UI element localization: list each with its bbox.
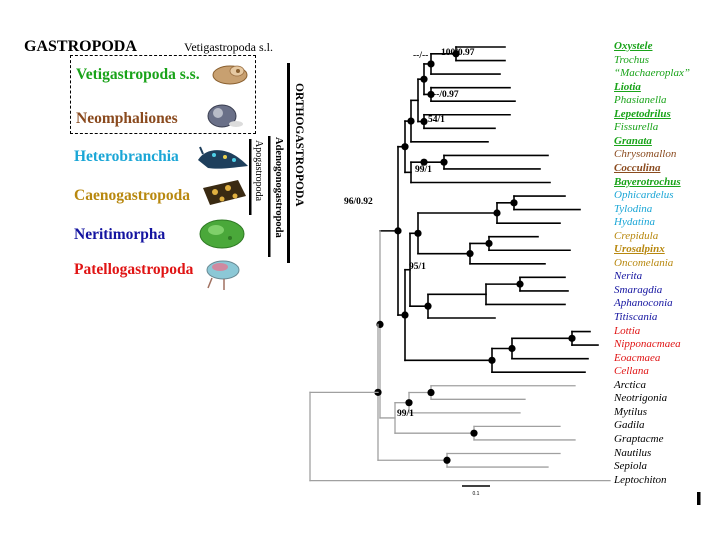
neomphaline-shell-icon [207,104,243,128]
node-support-dot [443,456,451,464]
support-label: 54/1 [428,115,445,125]
node-support-dot [508,344,516,353]
node-support-dot [510,199,518,207]
adenogonogastropoda-label: Adenogonogastropoda [273,137,284,238]
node-support-dot [394,227,402,235]
scale-bar-label: 0.1 [473,491,480,497]
taxon-label: Arctica [614,378,646,391]
taxon-label: Cellana [614,365,649,378]
taxon-label: Aphanoconia [614,297,673,310]
taxon-label: Ophicardelus [614,189,674,202]
taxon-label: Lepetodrilus [614,107,671,120]
taxon-label: Hydatina [614,216,655,229]
node-support-dot [466,250,474,258]
taxon-label: “Machaeroplax” [614,67,690,80]
taxon-label: Crepidula [614,229,659,242]
taxon-label: Chrysomallon [614,148,677,161]
taxon-label: Oncomelania [614,256,674,269]
legend-vetigastropoda-ss: Vetigastropoda s.s. [76,66,200,83]
taxon-label: Graptacme [614,432,664,445]
apogastropoda-bar [249,139,252,215]
legend-heterobranchia: Heterobranchia [74,148,179,165]
node-support-dot [414,229,422,237]
node-support-dot [427,388,435,397]
support-label: 99/1 [415,165,432,175]
taxon-label: Sepiola [614,460,647,473]
taxon-label: Neotrigonia [614,392,668,405]
taxon-label: Eoacmaea [614,351,661,364]
legend-patellogastropoda: Patellogastropoda [74,261,194,278]
node-support-dot [407,117,415,125]
vetigastropoda-sl-box [70,55,256,134]
node-support-dot [405,399,413,407]
node-support-dot [568,334,576,342]
legend-caenogastropoda: Caenogastropoda [74,187,190,204]
taxon-label: Lottia [614,324,641,337]
taxon-label: Trochus [614,53,650,66]
node-support-dot [452,50,460,58]
node-support-dot [401,311,409,319]
legend-neritimorpha: Neritimorpha [74,226,166,243]
vetigastropoda-sl-label: Vetigastropoda s.l. [184,40,273,55]
node-support-dot [427,60,435,68]
support-label: 96/0.92 [344,197,373,207]
vetigastropoda-sl-text: Vetigastropoda s.l. [184,40,273,54]
node-support-dot [427,90,435,99]
apogastropoda-label: Apogastropoda [253,140,264,202]
taxon-label: Liotia [614,80,641,93]
taxon-label: Nautilus [614,446,652,459]
node-support-dot [440,158,448,166]
support-label: 95/1 [409,262,426,272]
taxon-label: Granata [614,134,652,147]
taxon-label: Nipponacmaea [614,338,681,351]
support-label: 100/0.97 [441,48,475,58]
limpet-icon [206,260,240,290]
cone-shell-icon [203,180,246,205]
taxon-label: Cocculina [614,161,661,174]
taxon-label: Tylodina [614,202,653,215]
green-nerite-icon [199,219,245,249]
support-label: --/0.97 [433,90,459,100]
taxon-label: Oxystele [614,40,653,52]
adenogonogastropoda-bar [268,136,271,257]
node-support-dot [485,239,493,248]
legend-neomphaliones: Neomphaliones [76,110,178,127]
taxon-label: Urosalpinx [614,243,665,256]
node-support-dot [420,75,428,83]
node-support-dot [420,117,428,126]
taxon-label: Leptochiton [614,473,667,486]
corner-mark [697,492,701,505]
phylogenetic-tree [309,46,611,482]
taxon-label: Nerita [614,270,643,283]
vetigastropod-shell-icon [212,65,248,85]
node-support-dot [470,429,478,437]
support-label: 99/1 [397,409,414,419]
taxon-label: Gadila [614,419,645,432]
orthogastropoda-bar [287,63,290,263]
node-support-dot [493,209,501,217]
nudibranch-icon [198,146,248,169]
taxon-label: Titiscania [614,311,658,323]
legend-title: GASTROPODA [24,38,137,55]
taxon-label: Bayerotrochus [614,175,681,188]
support-label: --/-- [413,51,429,61]
node-support-dot [488,356,496,364]
taxon-label: Mytilus [614,405,647,418]
taxon-label: Phasianella [614,94,667,107]
node-support-dot [516,280,524,288]
taxon-label: Fissurella [614,121,659,134]
node-support-dot [401,143,409,151]
node-support-dot [420,158,428,166]
taxon-label: Smaragdia [614,283,663,296]
node-support-dot [424,302,432,310]
orthogastropoda-label: ORTHOGASTROPODA [293,83,305,207]
